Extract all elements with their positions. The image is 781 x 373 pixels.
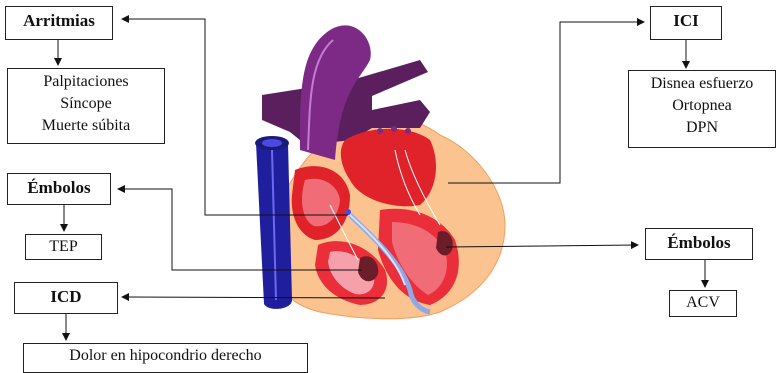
ici-title: ICI	[673, 11, 699, 30]
symptom-muerte-subita: Muerte súbita	[8, 115, 164, 137]
symptom-disnea-esfuerzo: Disnea esfuerzo	[629, 73, 775, 95]
heart-illustration	[255, 25, 505, 318]
icd-symptom-label: Dolor en hipocondrio derecho	[69, 347, 261, 364]
embolos-right-box: Émbolos	[645, 228, 753, 260]
embolos-left-title: Émbolos	[27, 178, 90, 197]
icd-title: ICD	[50, 287, 81, 306]
arrow-to-ici	[448, 22, 644, 183]
ici-symptoms-box: Disnea esfuerzo Ortopnea DPN	[628, 70, 776, 148]
acv-box: ACV	[669, 290, 737, 317]
symptom-ortopnea: Ortopnea	[629, 95, 775, 117]
tep-label: TEP	[49, 238, 77, 255]
symptom-dpn: DPN	[629, 117, 775, 139]
arritmias-symptoms-box: Palpitaciones Síncope Muerte súbita	[7, 68, 165, 144]
arritmias-box: Arritmias	[5, 6, 113, 40]
embolos-right-title: Émbolos	[667, 233, 730, 252]
symptom-sincope: Síncope	[8, 93, 164, 115]
icd-box: ICD	[14, 282, 118, 314]
symptom-palpitaciones: Palpitaciones	[8, 71, 164, 93]
embolos-left-box: Émbolos	[7, 173, 111, 205]
arritmias-title: Arritmias	[23, 11, 95, 30]
ici-box: ICI	[650, 6, 722, 40]
tep-box: TEP	[25, 234, 102, 260]
acv-label: ACV	[686, 294, 720, 311]
